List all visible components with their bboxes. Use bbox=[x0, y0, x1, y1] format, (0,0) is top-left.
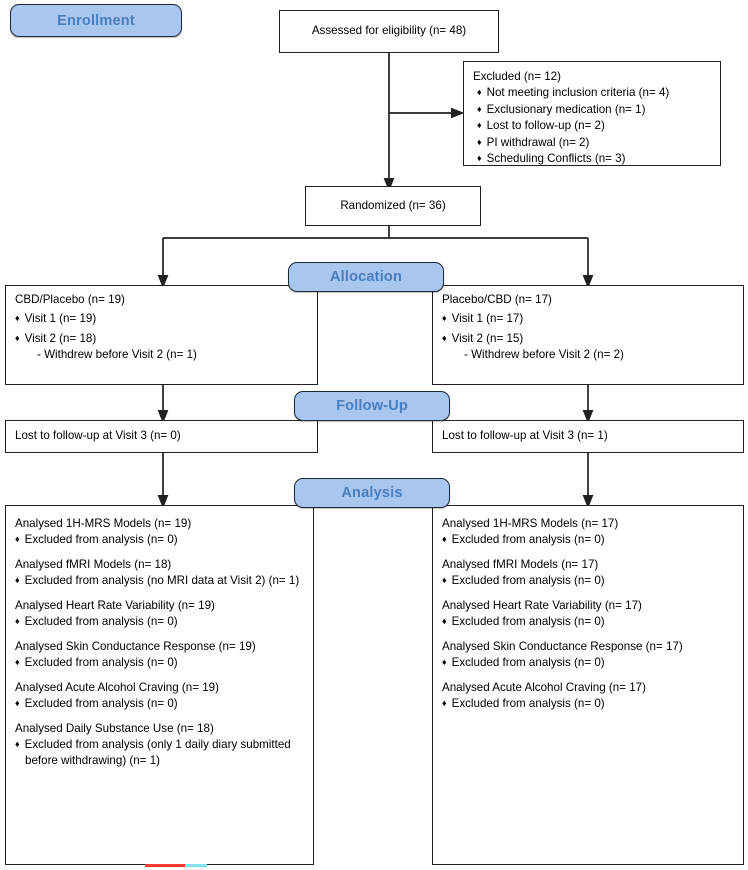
excluded-reason: Not meeting inclusion criteria (n= 4) bbox=[473, 85, 712, 101]
followup-left-box: Lost to follow-up at Visit 3 (n= 0) bbox=[5, 420, 318, 453]
stage-label-enrollment: Enrollment bbox=[57, 12, 135, 29]
analysis-left-note: Excluded from analysis (n= 0) bbox=[15, 696, 305, 712]
analysis-right-title: Analysed Heart Rate Variability (n= 17) bbox=[442, 598, 642, 612]
edge-artifact-cyan bbox=[185, 864, 207, 867]
followup-left-label: Lost to follow-up at Visit 3 (n= 0) bbox=[15, 429, 181, 443]
analysis-right-note: Excluded from analysis (n= 0) bbox=[442, 696, 735, 712]
stage-pill-followup: Follow-Up bbox=[294, 391, 450, 421]
allocation-left-title: CBD/Placebo (n= 19) bbox=[15, 293, 125, 306]
analysis-left-note: Excluded from analysis (n= 0) bbox=[15, 614, 305, 630]
allocation-right-box: Placebo/CBD (n= 17) Visit 1 (n= 17) Visi… bbox=[432, 285, 744, 385]
analysis-left-title: Analysed fMRI Models (n= 18) bbox=[15, 557, 172, 571]
analysis-right-title: Analysed Skin Conductance Response (n= 1… bbox=[442, 639, 683, 653]
allocation-right-sub: - Withdrew before Visit 2 (n= 2) bbox=[464, 348, 624, 362]
allocation-left-item: Visit 1 (n= 19) bbox=[15, 311, 309, 327]
assessed-for-eligibility-label: Assessed for eligibility (n= 48) bbox=[311, 24, 467, 38]
excluded-reason: Lost to follow-up (n= 2) bbox=[473, 118, 712, 134]
stage-label-followup: Follow-Up bbox=[336, 398, 408, 414]
analysis-left-title: Analysed 1H-MRS Models (n= 19) bbox=[15, 517, 192, 530]
allocation-left-box: CBD/Placebo (n= 19) Visit 1 (n= 19) Visi… bbox=[5, 285, 318, 385]
followup-right-box: Lost to follow-up at Visit 3 (n= 1) bbox=[432, 420, 744, 453]
randomized-label: Randomized (n= 36) bbox=[340, 198, 446, 212]
excluded-box: Excluded (n= 12) Not meeting inclusion c… bbox=[463, 61, 721, 166]
assessed-for-eligibility-box: Assessed for eligibility (n= 48) bbox=[279, 10, 499, 53]
analysis-right-note: Excluded from analysis (n= 0) bbox=[442, 573, 735, 589]
analysis-right-title: Analysed fMRI Models (n= 17) bbox=[442, 557, 599, 571]
allocation-right-item: Visit 2 (n= 15) bbox=[442, 331, 735, 347]
analysis-left-title: Analysed Heart Rate Variability (n= 19) bbox=[15, 598, 215, 612]
allocation-left-sub: - Withdrew before Visit 2 (n= 1) bbox=[37, 348, 197, 362]
excluded-reason: Scheduling Conflicts (n= 3) bbox=[473, 151, 712, 167]
randomized-box: Randomized (n= 36) bbox=[305, 186, 481, 226]
analysis-left-title: Analysed Daily Substance Use (n= 18) bbox=[15, 721, 214, 735]
stage-pill-enrollment: Enrollment bbox=[10, 4, 182, 37]
excluded-reason: PI withdrawal (n= 2) bbox=[473, 135, 712, 151]
analysis-left-note: Excluded from analysis (n= 0) bbox=[15, 655, 305, 671]
analysis-right-box: Analysed 1H-MRS Models (n= 17) Excluded … bbox=[432, 505, 744, 865]
analysis-right-note: Excluded from analysis (n= 0) bbox=[442, 532, 735, 548]
allocation-right-title: Placebo/CBD (n= 17) bbox=[442, 293, 552, 306]
analysis-left-note: Excluded from analysis (only 1 daily dia… bbox=[15, 737, 305, 770]
analysis-left-title: Analysed Acute Alcohol Craving (n= 19) bbox=[15, 680, 219, 694]
allocation-left-item: Visit 2 (n= 18) bbox=[15, 331, 309, 347]
analysis-left-note: Excluded from analysis (n= 0) bbox=[15, 532, 305, 548]
stage-pill-allocation: Allocation bbox=[288, 262, 444, 292]
edge-artifact-red bbox=[145, 864, 185, 867]
analysis-left-box: Analysed 1H-MRS Models (n= 19) Excluded … bbox=[5, 505, 314, 865]
analysis-left-title: Analysed Skin Conductance Response (n= 1… bbox=[15, 639, 256, 653]
analysis-left-note: Excluded from analysis (no MRI data at V… bbox=[15, 573, 305, 589]
analysis-right-note: Excluded from analysis (n= 0) bbox=[442, 655, 735, 671]
excluded-title: Excluded (n= 12) bbox=[473, 70, 561, 83]
stage-label-analysis: Analysis bbox=[341, 485, 403, 501]
analysis-right-title: Analysed Acute Alcohol Craving (n= 17) bbox=[442, 680, 646, 694]
followup-right-label: Lost to follow-up at Visit 3 (n= 1) bbox=[442, 429, 608, 443]
excluded-reason: Exclusionary medication (n= 1) bbox=[473, 102, 712, 118]
analysis-right-title: Analysed 1H-MRS Models (n= 17) bbox=[442, 517, 619, 530]
analysis-right-note: Excluded from analysis (n= 0) bbox=[442, 614, 735, 630]
stage-pill-analysis: Analysis bbox=[294, 478, 450, 508]
stage-label-allocation: Allocation bbox=[329, 269, 403, 285]
allocation-right-item: Visit 1 (n= 17) bbox=[442, 311, 735, 327]
